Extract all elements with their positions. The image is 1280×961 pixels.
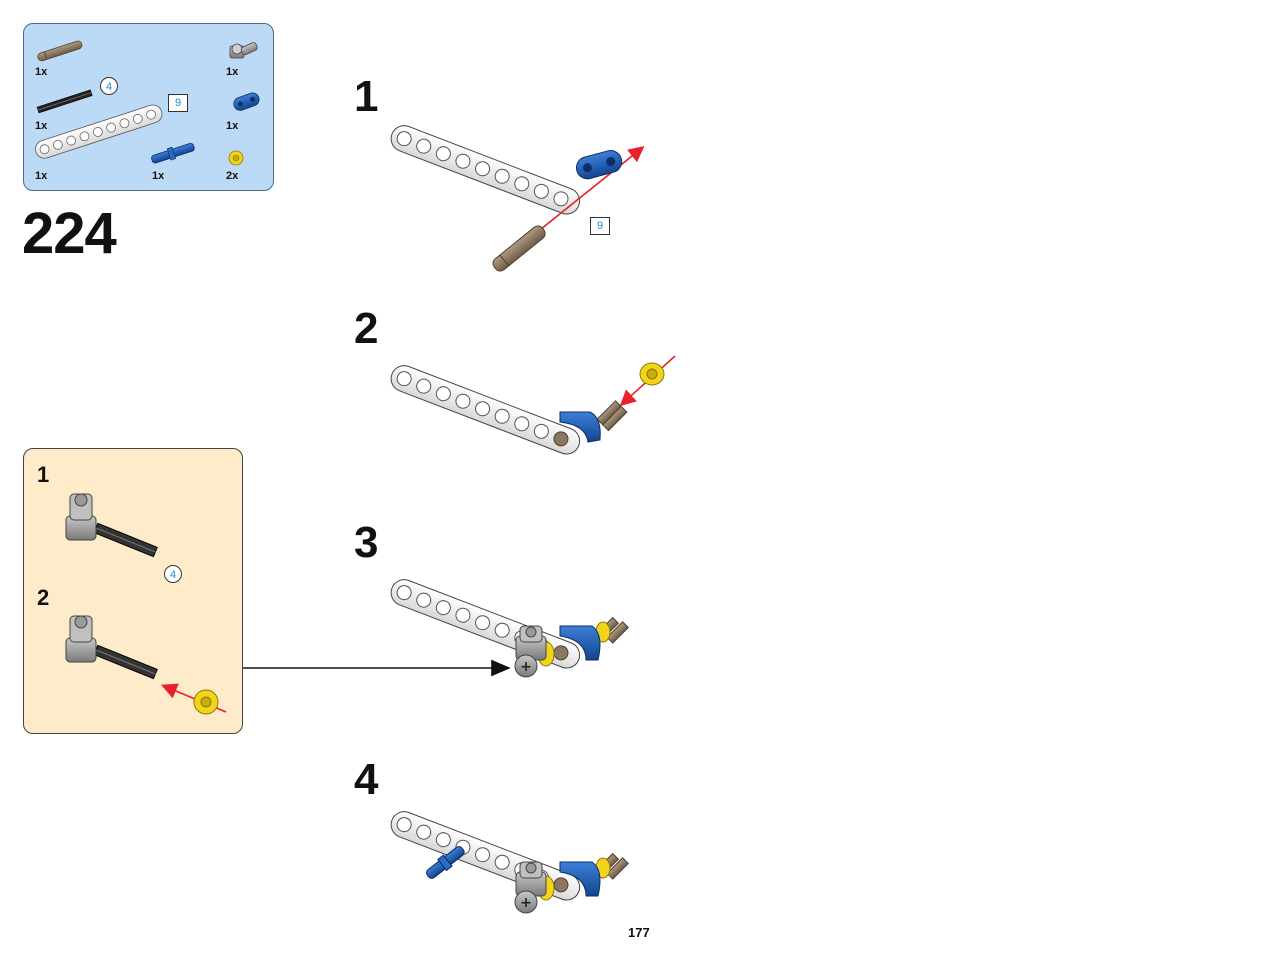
- part-qty: 1x: [152, 170, 165, 182]
- part-qty: 1x: [35, 170, 48, 182]
- gray-axle-connector-icon: [229, 42, 258, 59]
- part-qty: 1x: [226, 120, 239, 132]
- svg-text:+: +: [520, 895, 532, 911]
- page-number: 177: [628, 925, 650, 940]
- sub-step-number: 2: [37, 585, 50, 610]
- part-qty: 1x: [35, 66, 48, 78]
- tan-axle-pin-icon: [37, 40, 83, 62]
- step-number: 2: [354, 304, 379, 353]
- white-beam-icon: [35, 104, 163, 159]
- blue-axle-pin-icon: [151, 142, 195, 164]
- step-number: 3: [354, 518, 379, 567]
- part-qty: 1x: [35, 120, 48, 132]
- sub-step-number: 1: [37, 462, 50, 487]
- beam-length-callout: 9: [168, 94, 188, 112]
- step-number: 4: [354, 755, 379, 804]
- axle-length-callout: 4: [164, 565, 182, 583]
- main-step-number: 224: [22, 201, 117, 266]
- blue-liftarm-icon: [233, 92, 260, 111]
- axle-length-callout: 4: [100, 77, 118, 95]
- step-number: 1: [354, 72, 379, 121]
- part-qty: 2x: [226, 170, 239, 182]
- yellow-bush-icon: [228, 150, 244, 166]
- part-qty: 1x: [226, 66, 239, 78]
- parts-list-art: [35, 40, 260, 166]
- beam-length-callout: 9: [590, 217, 610, 235]
- black-axle-icon: [36, 89, 93, 114]
- subassembly-panel: [23, 448, 243, 734]
- svg-text:+: +: [520, 659, 532, 675]
